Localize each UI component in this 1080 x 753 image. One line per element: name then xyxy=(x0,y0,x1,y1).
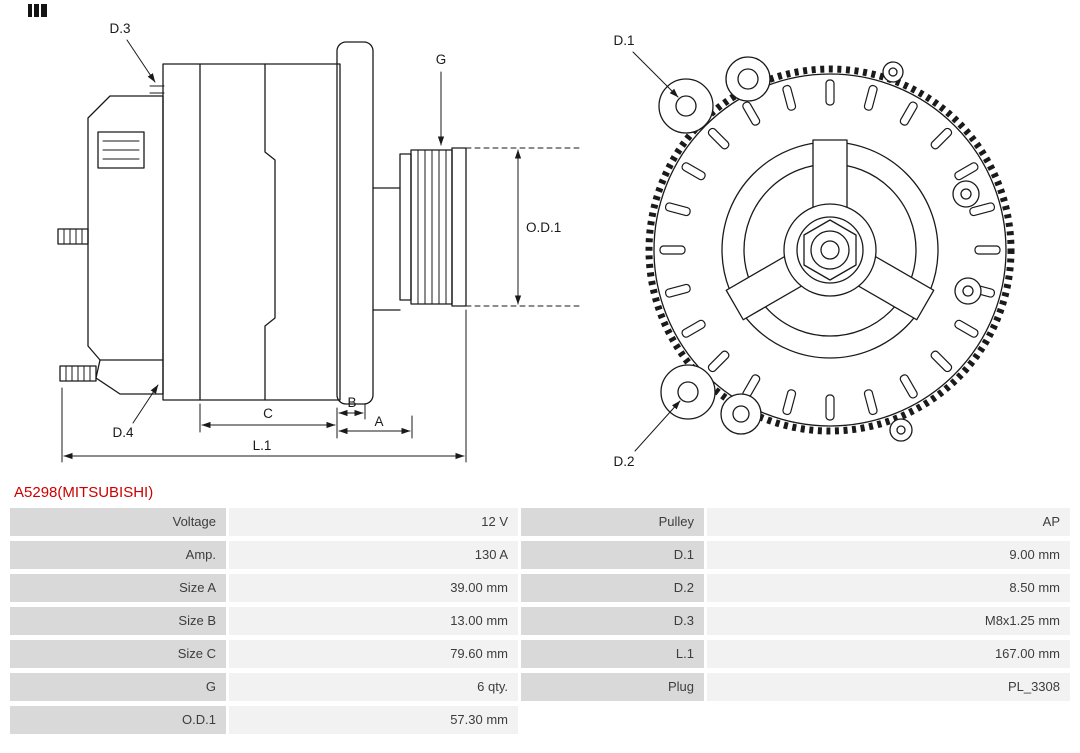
hub-inner xyxy=(796,216,864,284)
spec-label: Amp. xyxy=(10,541,226,569)
mounting-ears xyxy=(658,56,982,442)
spec-label-empty xyxy=(521,706,704,734)
dim-label-a: A xyxy=(374,414,383,429)
spec-label: L.1 xyxy=(521,640,704,668)
d1-leader xyxy=(632,51,679,98)
spec-value: 79.60 mm xyxy=(229,640,518,668)
spec-label: Size A xyxy=(10,574,226,602)
spec-value: 13.00 mm xyxy=(229,607,518,635)
d2-leader xyxy=(634,400,681,452)
shaft-nut xyxy=(803,219,857,281)
rear-cover xyxy=(87,95,164,361)
spec-value: PL_3308 xyxy=(707,673,1070,701)
spec-value: 8.50 mm xyxy=(707,574,1070,602)
dim-label-c: C xyxy=(263,406,273,421)
alternator-technical-drawing: D.3 G O.D.1 D.4 C B A L.1 xyxy=(57,21,1015,469)
dim-label-d2: D.2 xyxy=(613,454,634,469)
spec-value: 57.30 mm xyxy=(229,706,518,734)
front-view-labels: D.1 D.2 xyxy=(613,33,634,469)
spec-value: AP xyxy=(707,508,1070,536)
spec-label: Size B xyxy=(10,607,226,635)
stator-body xyxy=(162,63,341,401)
spec-label: D.2 xyxy=(521,574,704,602)
spec-value: 167.00 mm xyxy=(707,640,1070,668)
pulley xyxy=(399,147,467,307)
side-view-dimensions xyxy=(61,39,584,463)
spec-label: O.D.1 xyxy=(10,706,226,734)
shaft xyxy=(372,187,401,311)
spec-label: Voltage xyxy=(10,508,226,536)
spec-value: 39.00 mm xyxy=(229,574,518,602)
dim-label-d1: D.1 xyxy=(613,33,634,48)
spec-value-empty xyxy=(707,706,1070,734)
spec-label: Size C xyxy=(10,640,226,668)
dim-label-b: B xyxy=(347,395,356,410)
stud-b-plus xyxy=(57,228,89,245)
spec-label: Pulley xyxy=(521,508,704,536)
spec-label: D.1 xyxy=(521,541,704,569)
mounting-holes xyxy=(675,67,974,435)
pulley-spokes xyxy=(725,139,935,321)
front-view xyxy=(632,51,1015,452)
technical-drawing-area: D.3 G O.D.1 D.4 C B A L.1 xyxy=(57,21,1015,469)
product-code-title: A5298(MITSUBISHI) xyxy=(14,484,154,501)
dim-label-g: G xyxy=(436,52,447,67)
front-view-leaders xyxy=(632,51,681,452)
spec-table: Voltage 12 V Pulley AP Amp. 130 A D.1 9.… xyxy=(0,508,1080,734)
dim-label-l1: L.1 xyxy=(253,438,272,453)
spec-label: Plug xyxy=(521,673,704,701)
mounting-lug xyxy=(95,359,164,395)
spec-value: 12 V xyxy=(229,508,518,536)
front-bracket xyxy=(336,41,374,405)
spec-value: M8x1.25 mm xyxy=(707,607,1070,635)
spec-value: 6 qty. xyxy=(229,673,518,701)
housing-outline xyxy=(653,73,1007,427)
cooling-fin-ring xyxy=(645,65,1015,435)
dim-label-d3: D.3 xyxy=(109,21,130,36)
dim-label-d4: D.4 xyxy=(112,425,134,440)
dim-label-od1: O.D.1 xyxy=(526,220,561,235)
terminal-block xyxy=(97,131,145,169)
spec-value: 9.00 mm xyxy=(707,541,1070,569)
d4-leader xyxy=(132,384,159,424)
spec-label: G xyxy=(10,673,226,701)
spec-label: D.3 xyxy=(521,607,704,635)
d3-leader xyxy=(126,39,156,83)
spec-value: 130 A xyxy=(229,541,518,569)
side-view-labels: D.3 G O.D.1 D.4 C B A L.1 xyxy=(109,21,561,453)
od1-extension-lines xyxy=(465,147,584,307)
side-view xyxy=(57,41,467,405)
logo-fragment xyxy=(28,4,47,17)
